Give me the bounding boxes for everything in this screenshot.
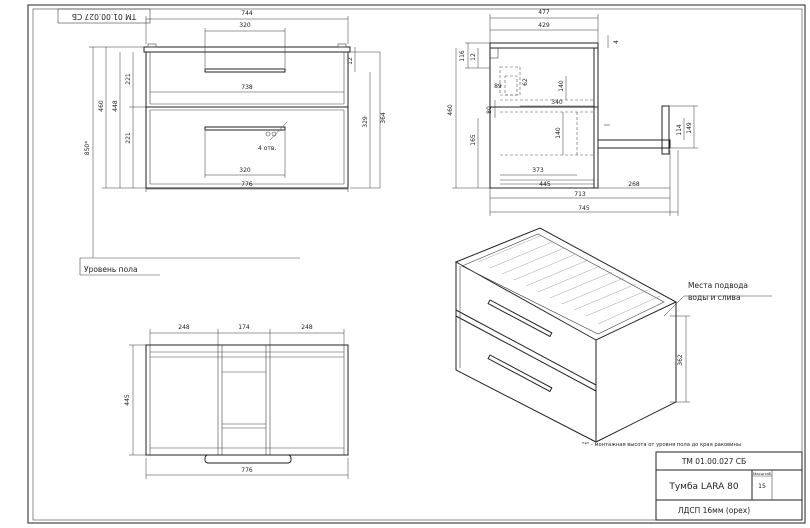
svg-text:4 отв.: 4 отв. [258,145,276,152]
svg-text:80: 80 [486,106,493,114]
svg-text:140: 140 [555,127,562,139]
svg-text:268: 268 [628,181,640,188]
floor-level-label: Уровень пола [84,265,138,274]
isometric-view: 362 Места подвода воды и слива [454,227,772,443]
handle-top-view [204,454,292,464]
drawer-handle [204,126,286,131]
svg-text:140: 140 [558,80,565,92]
svg-text:776: 776 [241,467,253,474]
svg-text:850*: 850* [84,141,91,155]
svg-text:320: 320 [239,22,251,29]
svg-text:362: 362 [677,354,684,366]
svg-text:221: 221 [125,73,132,85]
material-text: ЛДСП 16мм (орех) [678,506,750,515]
svg-text:149: 149 [686,122,693,134]
svg-text:12: 12 [347,57,354,65]
svg-text:776: 776 [241,181,253,188]
svg-text:116: 116 [459,50,466,62]
drawer-handle [204,68,286,73]
product-title: Тумба LARA 80 [668,482,739,492]
side-view: 477 429 4 116 12 62 89 340 140 460 80 14… [447,9,698,216]
iso-hatch [477,235,661,325]
svg-text:248: 248 [178,324,190,331]
callout-line1: Места подвода [688,281,748,290]
svg-text:62: 62 [522,78,529,86]
front-view: 4 отв. 744 320 738 320 776 850* 460 448 … [79,10,387,276]
svg-text:340: 340 [551,99,563,106]
svg-text:329: 329 [362,116,369,128]
svg-text:Масштаб: Масштаб [753,471,772,476]
iso-handle [487,354,553,393]
svg-text:460: 460 [447,104,454,116]
svg-text:4: 4 [613,40,620,44]
inner-frame [32,8,803,521]
svg-text:89: 89 [494,83,502,90]
callout-line2: воды и слива [688,293,741,302]
svg-text:477: 477 [538,9,550,16]
svg-text:429: 429 [538,22,550,29]
stamp-box: ТМ 01.00.027 СБ [57,8,151,24]
svg-text:221: 221 [125,132,132,144]
svg-text:445: 445 [539,181,551,188]
svg-text:373: 373 [532,167,544,174]
svg-text:248: 248 [301,324,313,331]
svg-text:364: 364 [380,112,387,124]
scale-value: 15 [758,483,766,490]
title-block: ТМ 01.00.027 СБ Тумба LARA 80 Масштаб 15… [655,451,803,521]
outer-frame [27,4,806,524]
svg-text:12: 12 [470,53,477,61]
svg-text:448: 448 [112,100,119,112]
svg-text:165: 165 [470,134,477,146]
top-view: 248 174 248 445 776 [124,324,349,479]
mounting-note: "*" - монтажная высота от уровня пола до… [582,442,741,448]
stamp-rotated-text: ТМ 01.00.027 СБ [72,12,137,21]
svg-text:114: 114 [676,124,683,136]
svg-text:744: 744 [241,10,253,17]
svg-text:713: 713 [574,191,586,198]
svg-text:738: 738 [241,84,253,91]
svg-text:460: 460 [98,100,105,112]
title-block-stamp: ТМ 01.00.027 СБ [681,457,746,466]
iso-handle [487,299,553,338]
svg-text:445: 445 [124,394,131,406]
svg-text:320: 320 [239,167,251,174]
svg-text:745: 745 [578,205,590,212]
svg-text:174: 174 [238,324,250,331]
